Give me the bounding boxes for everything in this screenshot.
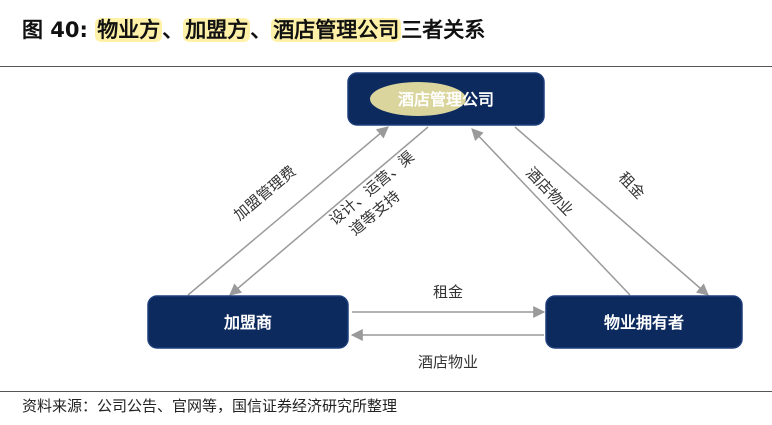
arrow-hotel-to-owner <box>514 126 709 296</box>
edge-label-rent-right: 租金 <box>615 168 649 202</box>
node-label-hotel-company: 酒店管理公司 <box>398 90 494 109</box>
node-label-franchisee: 加盟商 <box>223 313 272 332</box>
arrow-franchisee-to-hotel <box>187 126 389 296</box>
edge-label-hotel-property-bottom: 酒店物业 <box>418 353 478 371</box>
top-divider <box>0 66 772 67</box>
bottom-divider <box>0 391 772 392</box>
title-suffix: 三者关系 <box>401 18 486 42</box>
title-separator: 、 <box>162 18 184 42</box>
figure-title: 图 40: 物业方、加盟方、酒店管理公司三者关系 <box>22 13 485 47</box>
node-franchisee: 加盟商 <box>147 295 349 349</box>
figure-number: 图 40: <box>22 18 88 42</box>
node-owner: 物业拥有者 <box>545 295 743 349</box>
source-note: 资料来源：公司公告、官网等，国信证券经济研究所整理 <box>22 397 398 415</box>
edge-label-rent-middle: 租金 <box>433 283 463 301</box>
arrow-hotel-to-franchisee <box>229 126 429 296</box>
node-label-owner: 物业拥有者 <box>604 313 684 332</box>
arrow-owner-to-hotel <box>471 128 631 296</box>
title-party-hotel-company: 酒店管理公司 <box>271 18 402 42</box>
title-separator: 、 <box>250 18 272 42</box>
title-party-property: 物业方 <box>95 18 163 42</box>
node-hotel-company: 酒店管理公司 <box>347 72 545 126</box>
title-party-franchisee: 加盟方 <box>183 18 251 42</box>
relationship-diagram: 酒店管理公司 加盟商 物业拥有者 加盟管理费 设计、运营、渠 道等支持 酒店物业… <box>147 72 743 371</box>
edge-label-management-fee: 加盟管理费 <box>230 162 299 224</box>
